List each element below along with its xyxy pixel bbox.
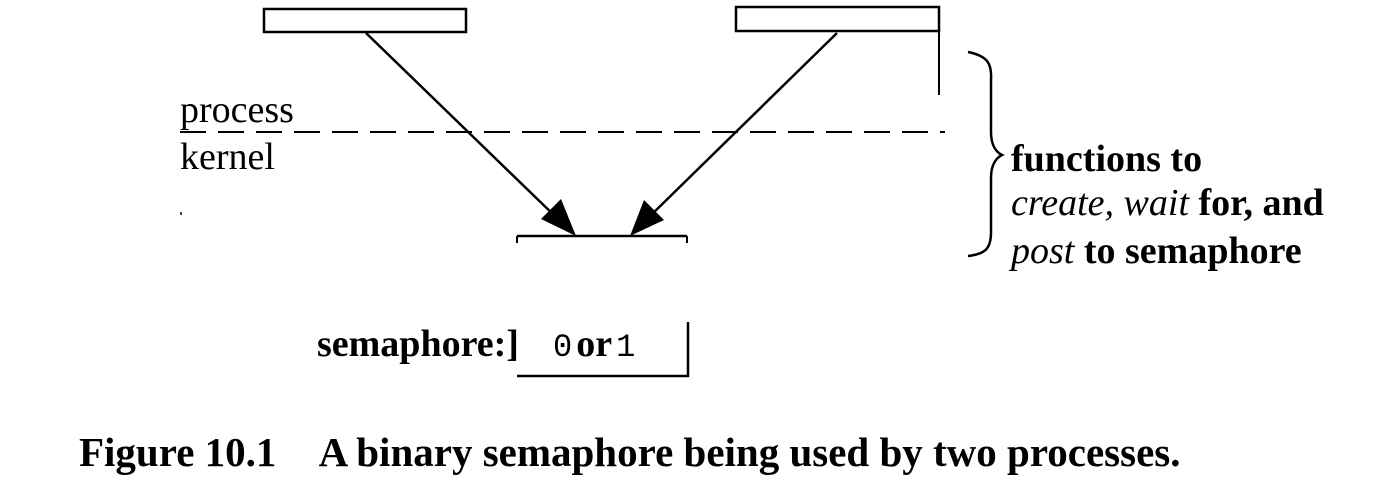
kernel-label: kernel — [180, 136, 275, 178]
value-one: 1 — [616, 329, 636, 366]
figure-number: Figure 10.1 — [79, 429, 277, 475]
create-word: create, — [1011, 182, 1115, 224]
to-semaphore-word: to semaphore — [1083, 230, 1302, 272]
left-arrow-line — [365, 32, 561, 222]
scan-mark — [180, 212, 182, 215]
process-box-right — [734, 5, 941, 33]
post-word: post — [1011, 230, 1075, 272]
semaphore-label: semaphore:] — [317, 323, 519, 365]
process-box-left — [262, 7, 468, 34]
value-or: or — [576, 323, 613, 365]
figure-caption-text: A binary semaphore being used by two pro… — [318, 429, 1181, 475]
functions-line-2: create, wait for, and — [1011, 184, 1324, 222]
process-label: process — [180, 89, 294, 131]
semaphore-value: 0 or 1 — [553, 325, 635, 364]
for-and-word: for, and — [1198, 182, 1324, 224]
figure-caption: Figure 10.1 A binary semaphore being use… — [79, 432, 1181, 473]
right-arrow-head — [630, 200, 664, 236]
functions-line-3: post to semaphore — [1011, 232, 1302, 270]
brace-icon — [967, 50, 1005, 258]
right-arrow-line — [645, 32, 838, 221]
wait-word: wait — [1123, 182, 1190, 224]
functions-line-1: functions to — [1011, 138, 1203, 180]
value-zero: 0 — [553, 329, 573, 366]
left-arrow-head — [541, 199, 576, 236]
